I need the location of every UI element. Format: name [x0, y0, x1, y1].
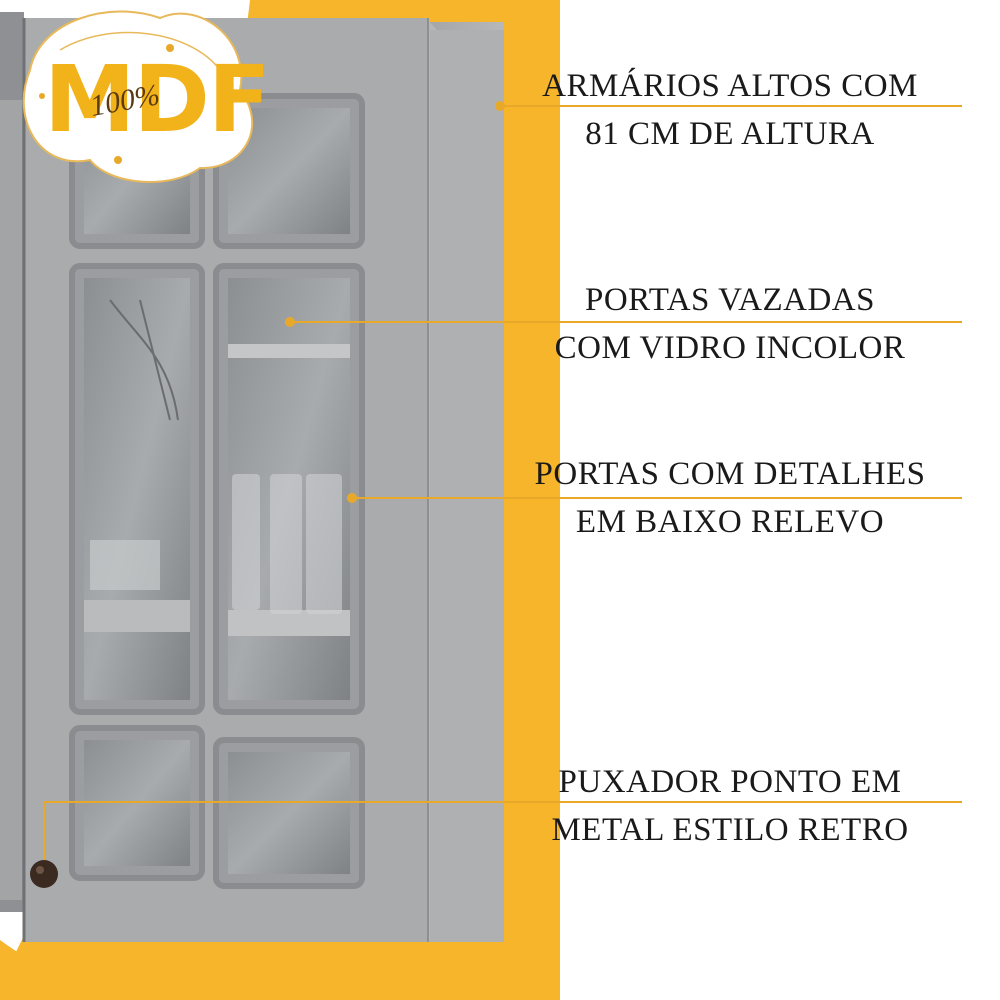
callout-text: PORTAS VAZADAS [585, 282, 875, 318]
glass-pane-bottom-right [213, 737, 365, 889]
callout-line-2 [285, 317, 962, 327]
callout-text: 81 CM DE ALTURA [585, 116, 875, 152]
callout-tall-cabinets: ARMÁRIOS ALTOS COM 81 CM DE ALTURA [510, 62, 950, 158]
glass-pane-mid-right [213, 263, 365, 715]
mdf-badge-blob [22, 10, 254, 183]
callout-line-4 [43, 801, 962, 860]
yellow-arc-bottom [0, 940, 190, 1000]
yellow-circle-right [500, 300, 548, 900]
callout-text: ARMÁRIOS ALTOS COM [542, 68, 918, 104]
glass-pane-mid-left [69, 263, 205, 715]
callout-line-1 [495, 101, 962, 111]
callout-text: PUXADOR PONTO EM [558, 764, 902, 800]
cabinet-side-face [430, 30, 504, 942]
callout-text: COM VIDRO INCOLOR [554, 330, 906, 366]
callout-line-3 [347, 493, 962, 503]
callout-glass-doors: PORTAS VAZADAS COM VIDRO INCOLOR [510, 276, 950, 372]
callout-text: METAL ESTILO RETRO [551, 812, 909, 848]
left-door [0, 100, 22, 900]
mdf-badge-label: MDF [44, 46, 271, 153]
callout-retro-knob: PUXADOR PONTO EM METAL ESTILO RETRO [510, 758, 950, 854]
callout-text: PORTAS COM DETALHES [534, 456, 926, 492]
door-knob [30, 860, 58, 888]
callout-relief-details: PORTAS COM DETALHES EM BAIXO RELEVO [510, 450, 950, 546]
callout-text: EM BAIXO RELEVO [575, 504, 885, 540]
